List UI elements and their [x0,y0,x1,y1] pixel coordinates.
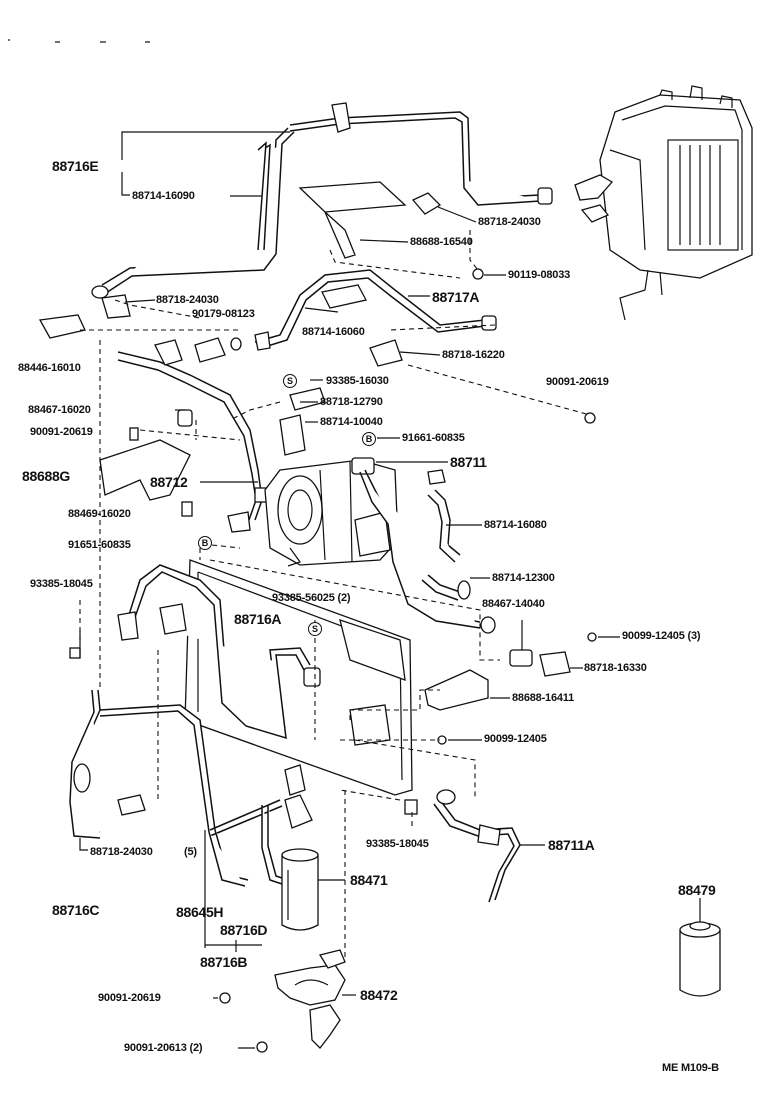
label-88469-16020: 88469-16020 [68,508,131,520]
bolts [219,268,596,1053]
compressor [264,459,399,567]
hose-88714-16080 [421,469,471,601]
label-88688-16540: 88688-16540 [410,236,473,248]
hose-88716E [91,102,553,299]
hose-88716A [69,564,321,740]
label-91651-60835: 91651-60835 [68,539,131,551]
label-88688-16411: 88688-16411 [512,692,575,704]
label-88467-16020: 88467-16020 [28,404,91,416]
bracket-88688-16411 [424,669,489,745]
label-90099-12405: 90099-12405 [484,733,547,745]
label-88716A: 88716A [234,611,282,627]
b-marker-icon: B [362,432,376,446]
label-88645H: 88645H [176,904,224,920]
parts-88718-16330 [509,632,597,677]
label-88718-12790: 88718-12790 [320,396,383,408]
condenser [184,559,413,796]
label-88714-12300: 88714-12300 [492,572,555,584]
label-88467-14040: 88467-14040 [482,598,545,610]
label-88718-24030-top: 88718-24030 [478,216,541,228]
label-88716C: 88716C [52,902,100,918]
label-88718-24030-bottom: 88718-24030 [90,846,153,858]
label-88711A: 88711A [548,837,595,853]
label-88718-16220: 88718-16220 [442,349,505,361]
hose-88712 [117,339,270,533]
label-88718-24030-qty: (5) [184,846,197,858]
label-93385-18045-left: 93385-18045 [30,578,93,590]
hose-88716D [208,764,313,887]
hose-88716C [69,689,216,839]
label-88714-16060: 88714-16060 [302,326,365,338]
b-marker-icon: B [198,536,212,550]
label-90179-08123: 90179-08123 [192,308,255,320]
label-88718-24030-left: 88718-24030 [156,294,219,306]
label-90091-20613: 90091-20613 (2) [124,1042,203,1054]
bracket-88688-16540 [298,181,442,259]
label-88471: 88471 [350,872,388,888]
hose-88711A [404,789,521,903]
label-90119-08033: 90119-08033 [508,269,571,281]
dashed-leaders [79,230,591,960]
label-88479: 88479 [678,882,716,898]
label-88716E: 88716E [52,158,99,174]
s-marker-icon: S [283,374,297,388]
label-88472: 88472 [360,987,398,1003]
label-93385-18045-bottom: 93385-18045 [366,838,429,850]
label-88714-16080: 88714-16080 [484,519,547,531]
label-91661-60835: 91661-60835 [402,432,465,444]
label-90099-12405-3: 90099-12405 (3) [622,630,701,642]
label-88716B: 88716B [200,954,248,970]
bracket-88472 [274,949,346,1049]
figure-code-footer: ME M109-B [662,1062,719,1074]
oil-can-88479 [679,902,721,997]
receiver-drier-88471 [281,848,319,931]
left-brackets [38,294,193,517]
evaporator-unit [574,85,753,321]
label-90091-20619-left: 90091-20619 [30,426,93,438]
label-93385-16030: 93385-16030 [326,375,389,387]
scan-marks [8,39,150,43]
label-88714-16090: 88714-16090 [132,190,195,202]
label-90091-20619-right: 90091-20619 [546,376,609,388]
label-88446-16010: 88446-16010 [18,362,81,374]
compressor-fittings [279,387,375,475]
hose-88717A [194,269,497,367]
leader-lines [79,131,701,1049]
label-88711: 88711 [450,454,487,470]
label-88717A: 88717A [432,289,480,305]
label-88712: 88712 [150,474,188,490]
label-93385-56025: 93385-56025 (2) [272,592,351,604]
label-88716D: 88716D [220,922,268,938]
label-88718-16330: 88718-16330 [584,662,647,674]
label-88688G: 88688G [22,468,71,484]
s-marker-icon: S [308,622,322,636]
label-90091-20619-bottom: 90091-20619 [98,992,161,1004]
label-88714-10040: 88714-10040 [320,416,383,428]
